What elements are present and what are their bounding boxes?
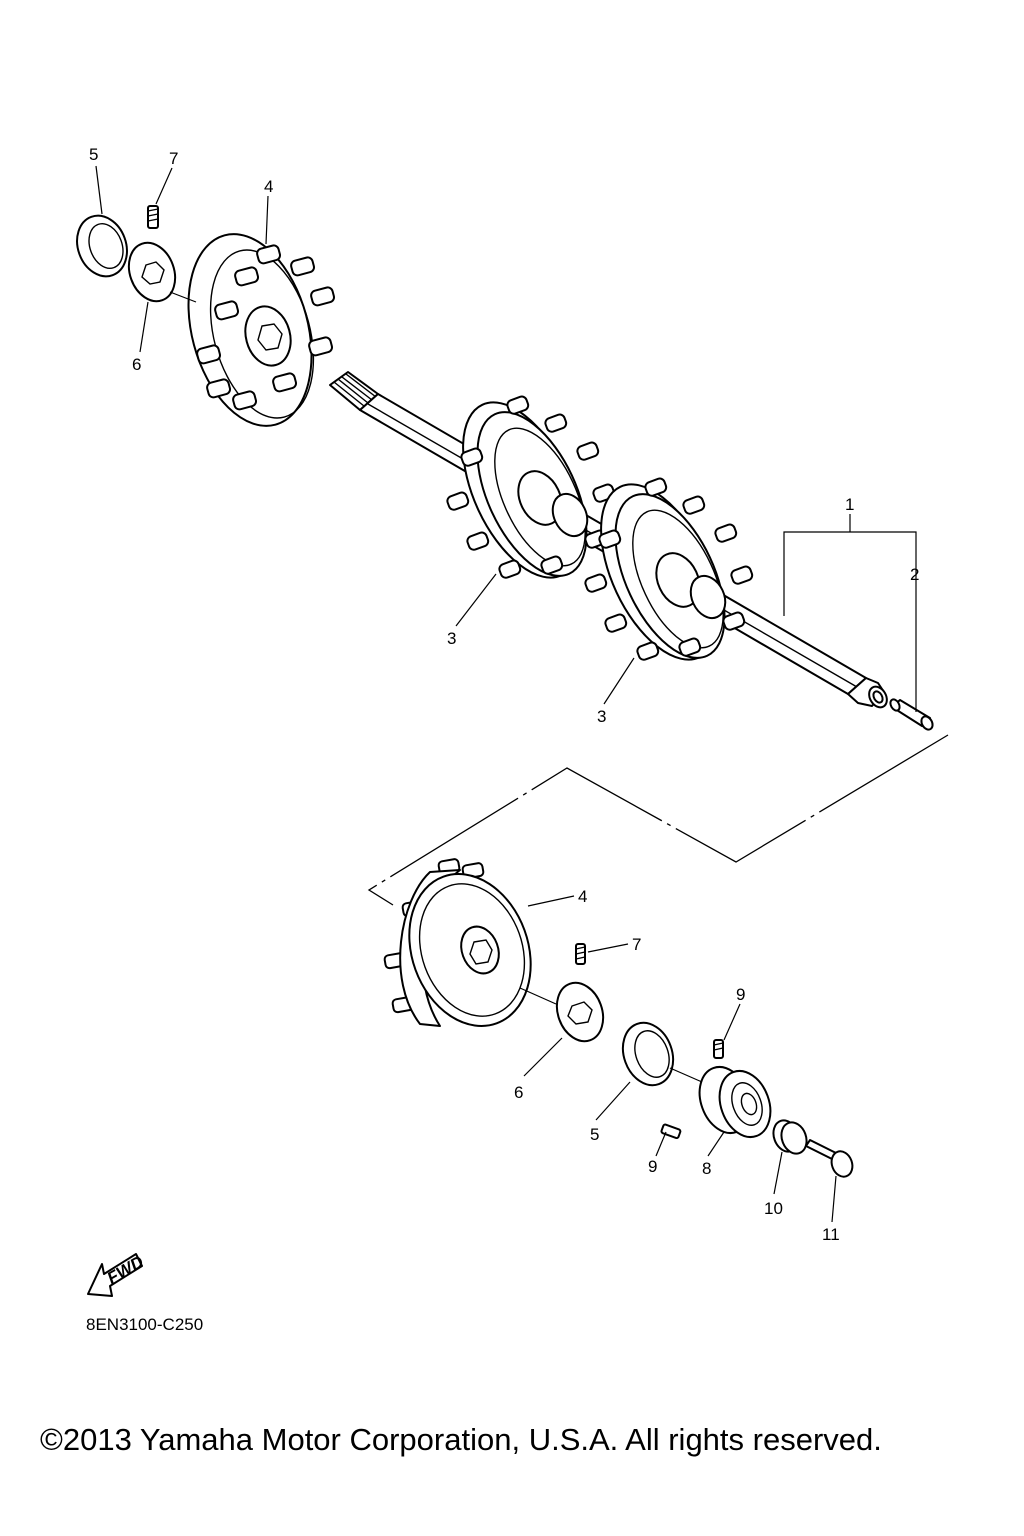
hex-collar-top	[127, 241, 177, 303]
callout-4-bottom: 4	[578, 887, 587, 906]
idler-wheel-top	[187, 233, 336, 427]
callout-11: 11	[822, 1225, 840, 1244]
spacer	[772, 1119, 808, 1155]
callout-6-top: 6	[132, 355, 141, 374]
drive-sprocket-b	[584, 477, 754, 661]
callout-2: 2	[910, 565, 919, 584]
copyright-notice: ©2013 Yamaha Motor Corporation, U.S.A. A…	[40, 1422, 882, 1457]
callout-3-b: 3	[597, 707, 606, 726]
hex-collar-bottom	[555, 981, 605, 1043]
callout-1: 1	[845, 495, 854, 514]
callout-9-top: 9	[736, 985, 745, 1004]
bolt	[805, 1139, 854, 1178]
set-screw-9-top	[713, 1039, 724, 1059]
callout-7-bottom: 7	[632, 935, 641, 954]
shaft-plug	[889, 698, 934, 731]
drive-sprocket-a	[446, 395, 616, 579]
callout-5-bottom: 5	[590, 1125, 599, 1144]
set-screw-bottom	[575, 943, 586, 965]
fwd-label: FWD	[104, 1252, 147, 1288]
bearing	[698, 1066, 772, 1138]
callout-7-top: 7	[169, 149, 178, 168]
callout-9-bottom: 9	[648, 1157, 657, 1176]
callout-3-a: 3	[447, 629, 456, 648]
callout-10: 10	[764, 1199, 783, 1218]
collar-top	[76, 214, 128, 278]
callout-5-top: 5	[89, 145, 98, 164]
collar-bottom	[621, 1021, 675, 1087]
callout-4-top: 4	[264, 177, 273, 196]
fwd-arrow-icon: FWD	[87, 1252, 147, 1297]
idler-wheel-bottom	[383, 858, 532, 1027]
callout-8: 8	[702, 1159, 711, 1178]
leader-lines	[95, 165, 917, 1223]
dashed-assembly-plane	[367, 734, 949, 906]
callout-6-bottom: 6	[514, 1083, 523, 1102]
diagram-code: 8EN3100-C250	[86, 1315, 203, 1334]
set-screw-top	[147, 205, 159, 229]
set-screw-9-bottom	[660, 1123, 682, 1140]
